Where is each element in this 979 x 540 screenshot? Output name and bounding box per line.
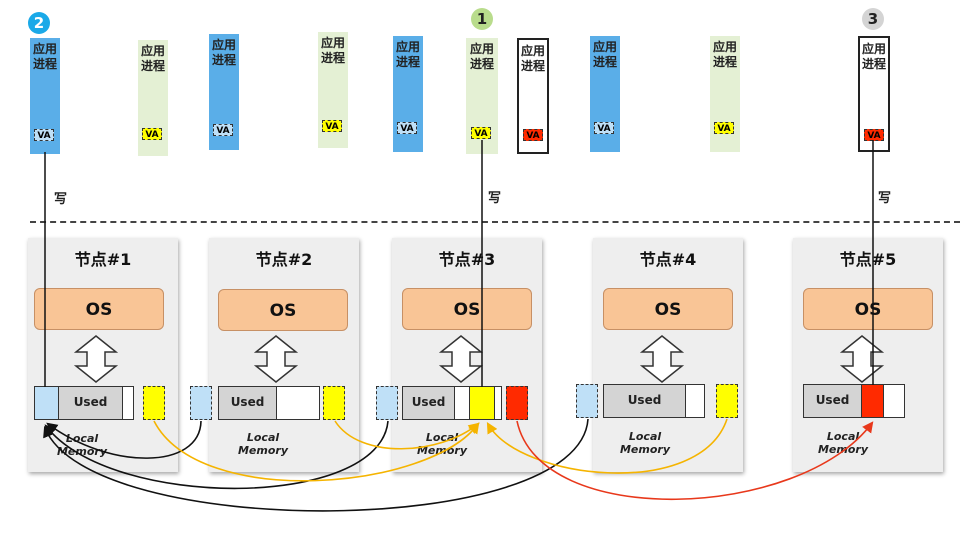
local-memory-label: Local Memory — [402, 431, 482, 457]
va-tag: VA — [34, 129, 54, 141]
external-blue-slot — [376, 386, 398, 420]
memory-cell-red — [862, 385, 884, 417]
process-label: 应用进程 — [395, 40, 420, 69]
memory-bar: Used — [402, 386, 502, 420]
local-memory-label: Local Memory — [803, 430, 883, 456]
memory-cell-yellow — [469, 387, 495, 419]
app-process-1: 应用进程 VA — [30, 38, 60, 154]
memory-bar: Used — [803, 384, 905, 418]
external-blue-slot — [576, 384, 598, 418]
process-label: 应用进程 — [520, 44, 545, 73]
node-title: 节点#2 — [255, 250, 313, 269]
divider-line — [30, 221, 960, 223]
os-box: OS — [402, 288, 532, 330]
va-tag: VA — [471, 127, 491, 139]
memory-cell-local — [35, 387, 59, 419]
step-badge-2: 2 — [28, 12, 50, 34]
app-process-5: 应用进程 VA — [393, 36, 423, 152]
external-blue-slot — [190, 386, 212, 420]
process-label: 应用进程 — [211, 38, 236, 67]
black-curve-2 — [44, 420, 389, 490]
process-label: 应用进程 — [320, 36, 345, 65]
app-process-3: 应用进程 VA — [209, 34, 239, 150]
write-label-3: 写 — [878, 191, 892, 206]
local-memory-label: Local Memory — [605, 430, 685, 456]
os-box: OS — [218, 289, 348, 331]
used-cell: Used — [403, 387, 455, 419]
process-label: 应用进程 — [469, 42, 494, 71]
node-2: 节点#2 OS Used Local Memory — [190, 238, 359, 472]
external-yellow-slot — [716, 384, 738, 418]
app-process-9: 应用进程 VA — [710, 36, 740, 152]
process-label: 应用进程 — [592, 40, 617, 69]
used-cell: Used — [804, 385, 862, 417]
os-box: OS — [603, 288, 733, 330]
va-tag: VA — [322, 120, 342, 132]
app-process-7: 应用进程 VA — [517, 38, 549, 154]
node-1: 节点#1 OS Used Local Memory — [28, 238, 178, 472]
step-badge-1: 1 — [471, 8, 493, 30]
write-label-1: 写 — [54, 192, 68, 207]
app-process-2: 应用进程 VA — [138, 40, 168, 156]
external-red-slot — [506, 386, 528, 420]
double-arrow-icon — [639, 335, 685, 383]
node-title: 节点#4 — [639, 250, 697, 269]
va-tag: VA — [864, 129, 884, 141]
black-curve-3 — [43, 418, 589, 512]
app-process-6: 应用进程 VA — [466, 38, 498, 154]
double-arrow-icon — [839, 335, 885, 383]
node-4: 节点#4 OS Used Local Memory — [576, 238, 743, 472]
node-title: 节点#1 — [74, 250, 132, 269]
external-yellow-slot — [143, 386, 165, 420]
va-tag: VA — [714, 122, 734, 134]
double-arrow-icon — [73, 335, 119, 383]
node-3: 节点#3 OS Used Local Memory — [376, 238, 542, 472]
app-process-8: 应用进程 VA — [590, 36, 620, 152]
local-memory-text: Local Memory — [619, 430, 671, 456]
local-memory-text: Local Memory — [237, 431, 289, 457]
os-box: OS — [34, 288, 164, 330]
process-label: 应用进程 — [140, 44, 165, 73]
process-label: 应用进程 — [861, 42, 886, 71]
write-label-2: 写 — [488, 191, 502, 206]
orange-curve-1 — [153, 420, 480, 482]
memory-bar: Used — [34, 386, 134, 420]
memory-bar: Used — [218, 386, 320, 420]
va-tag: VA — [142, 128, 162, 140]
local-memory-text: Local Memory — [817, 430, 869, 456]
red-curve-1 — [516, 420, 874, 501]
used-cell: Used — [604, 385, 686, 417]
app-process-10: 应用进程 VA — [858, 36, 890, 152]
memory-bar: Used — [603, 384, 705, 418]
va-tag: VA — [523, 129, 543, 141]
used-cell: Used — [219, 387, 277, 419]
va-tag: VA — [397, 122, 417, 134]
orange-curve-3 — [486, 418, 728, 474]
node-title: 节点#5 — [839, 250, 897, 269]
external-yellow-slot — [323, 386, 345, 420]
va-tag: VA — [213, 124, 233, 136]
double-arrow-icon — [438, 335, 484, 383]
va-tag: VA — [594, 122, 614, 134]
orange-curve-2 — [334, 420, 480, 450]
used-cell: Used — [59, 387, 123, 419]
node-title: 节点#3 — [438, 250, 496, 269]
process-label: 应用进程 — [32, 42, 57, 71]
local-memory-text: Local Memory — [416, 431, 468, 457]
black-curve-1 — [46, 420, 202, 459]
os-box: OS — [803, 288, 933, 330]
double-arrow-icon — [253, 335, 299, 383]
step-badge-3: 3 — [862, 8, 884, 30]
app-process-4: 应用进程 VA — [318, 32, 348, 148]
process-label: 应用进程 — [712, 40, 737, 69]
local-memory-label: Local Memory — [223, 431, 303, 457]
